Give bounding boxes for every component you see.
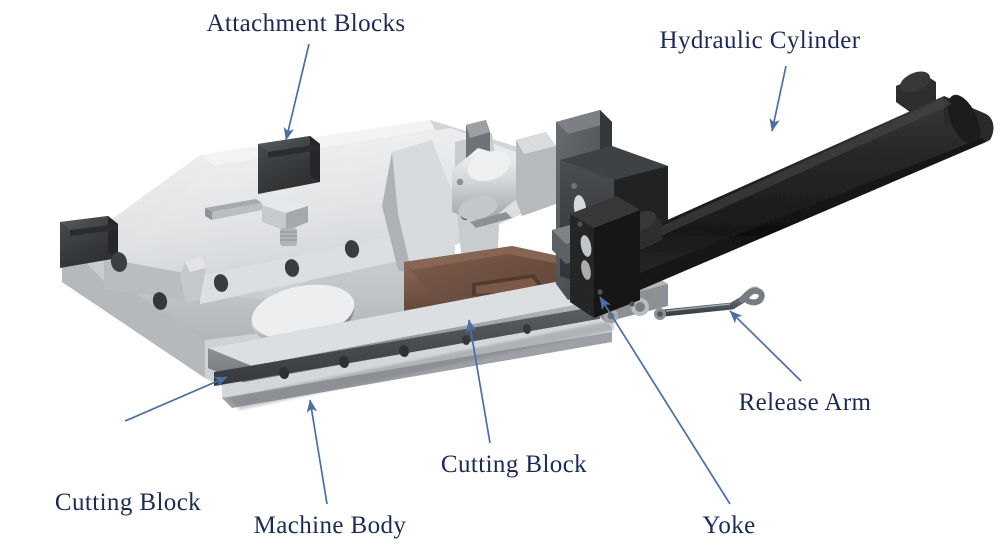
label-hydraulic-cylinder: Hydraulic Cylinder [659,27,861,54]
attachment-block-front [60,216,118,268]
label-cutting-block-guides-line1: Cutting Block [54,489,202,516]
arrow-machine-body [306,399,328,505]
hex-bolt-assembly [205,198,308,246]
release-arm [654,286,765,320]
attachment-block-rear [258,136,320,194]
arrow-yoke [599,296,731,505]
front-rib [180,256,206,304]
arrow-attachment-blocks [283,43,310,141]
upper-ledge [104,128,560,304]
label-attachment-blocks: Attachment Blocks [206,10,406,37]
pin-boss [452,120,556,228]
label-cutting-block-guides: Cutting Block Guides [46,428,210,554]
label-machine-body: Machine Body [253,512,407,539]
label-yoke: Yoke [702,512,756,539]
label-release-arm: Release Arm [738,389,872,416]
set-screws [110,208,471,310]
arrow-hydraulic-cylinder [769,65,787,132]
arrow-release-arm [729,310,802,382]
label-cutting-block: Cutting Block [440,451,588,478]
hydraulic-cylinder [570,71,994,318]
arrow-cutting-block-guides [124,376,228,422]
